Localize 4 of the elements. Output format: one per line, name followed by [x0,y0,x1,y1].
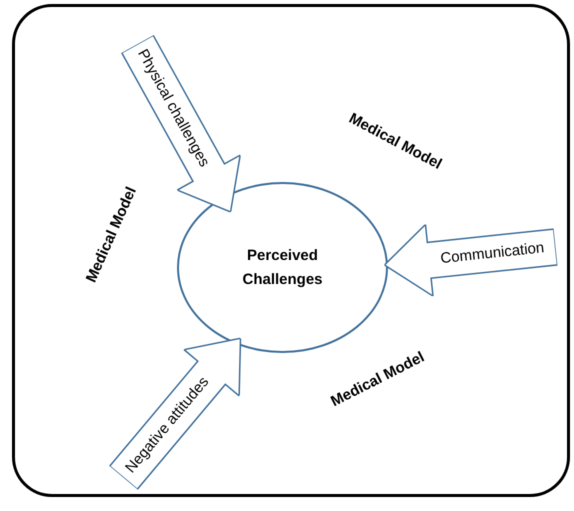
arrow-label: Communication [438,238,546,269]
block-arrow [383,222,558,298]
block-arrow [108,337,242,490]
ellipse-label: Perceived Challenges [241,246,324,290]
